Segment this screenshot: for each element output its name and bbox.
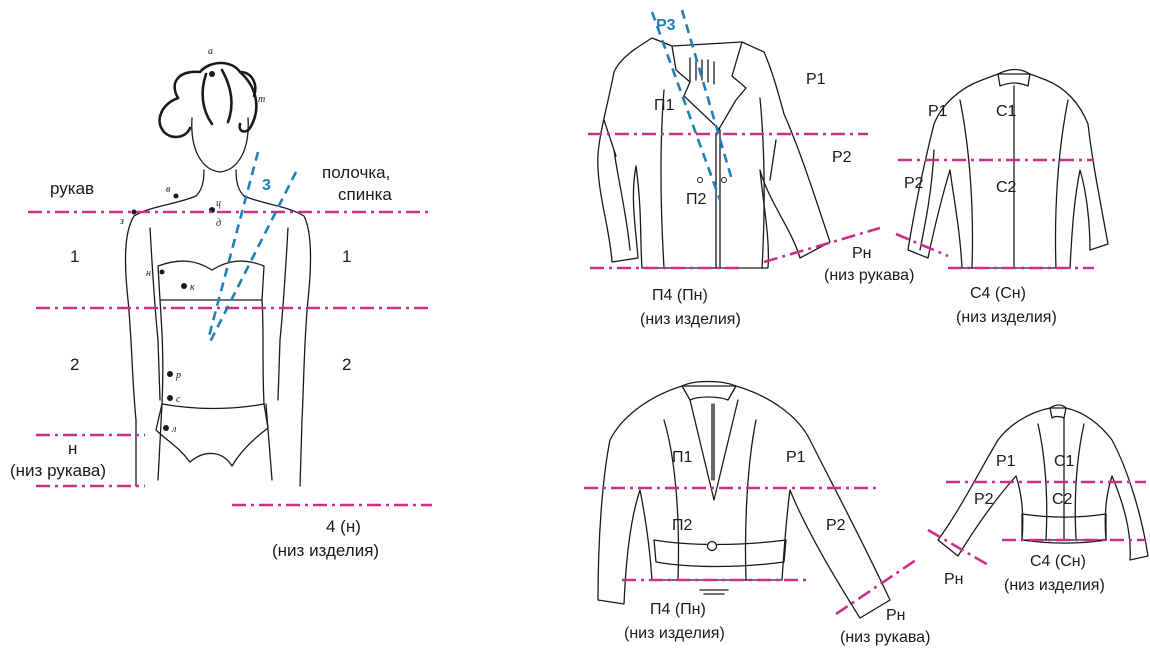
label-bottom-rn: Рн <box>886 607 906 624</box>
label-bottom-back-r1: Р1 <box>996 453 1016 470</box>
label-bottom-back-c1: С1 <box>1054 453 1075 470</box>
guide-bottom-front-sleeve-hem <box>836 560 916 614</box>
label-zone2-right: 2 <box>342 355 351 374</box>
label-top-r1: Р1 <box>806 71 826 88</box>
label-bottom-back-r2: Р2 <box>974 491 994 508</box>
label-bottom-r2: Р2 <box>826 517 846 534</box>
label-top-p1: П1 <box>654 97 675 114</box>
label-top-p2: П2 <box>686 191 707 208</box>
label-bottom-back-rn: Рн <box>944 571 964 588</box>
label-bottom-back-hem-code: С4 (Сн) <box>1030 553 1086 570</box>
label-top-back-c2: С2 <box>996 179 1017 196</box>
label-top-back-hem-code: С4 (Сн) <box>970 285 1026 302</box>
body-figure: а т в з ц д н к р с л <box>119 46 311 486</box>
label-front-back-1: полочка, <box>322 163 390 182</box>
point-r: р <box>175 370 181 381</box>
label-p3: Р3 <box>656 17 676 34</box>
zone3-line-2 <box>208 172 296 346</box>
label-zone3: 3 <box>262 177 271 194</box>
point-z: з <box>119 216 124 227</box>
label-bottom-front-hem: (низ изделия) <box>624 625 725 642</box>
jacket-top-front <box>598 38 830 268</box>
label-top-front-hem: (низ изделия) <box>640 311 741 328</box>
label-top-front-hem-code: П4 (Пн) <box>652 287 708 304</box>
point-k: к <box>190 282 195 293</box>
label-top-sleeve-hem: (низ рукава) <box>824 267 914 284</box>
label-top-r2: Р2 <box>832 149 852 166</box>
point-l: л <box>171 424 177 435</box>
label-zone1-right: 1 <box>342 247 351 266</box>
zone3-line-1 <box>208 152 258 340</box>
label-product-hem: (низ изделия) <box>272 541 379 560</box>
point-ts: ц <box>216 198 221 209</box>
label-bottom-p1: П1 <box>672 449 693 466</box>
label-bottom-sleeve-hem: (низ рукава) <box>840 629 930 646</box>
label-top-back-hem: (низ изделия) <box>956 309 1057 326</box>
point-s: с <box>176 394 181 405</box>
jacket-bottom-front <box>598 382 890 619</box>
label-zone1-left: 1 <box>70 247 79 266</box>
label-front-back-2: спинка <box>338 185 392 204</box>
label-zone2-left: 2 <box>70 355 79 374</box>
point-a: а <box>208 46 213 57</box>
label-bottom-back-hem: (низ изделия) <box>1004 577 1105 594</box>
point-t: т <box>258 94 265 105</box>
guide-bottom-back-sleeve-hem <box>928 530 990 566</box>
label-top-back-c1: С1 <box>996 103 1017 120</box>
point-v: в <box>166 184 171 195</box>
label-top-back-r1: Р1 <box>928 103 948 120</box>
label-bottom-front-hem-code: П4 (Пн) <box>650 601 706 618</box>
label-sleeve-hem: (низ рукава) <box>10 461 106 480</box>
label-product-hem-num: 4 (н) <box>326 517 361 536</box>
label-bottom-p2: П2 <box>672 517 693 534</box>
label-top-back-r2: Р2 <box>904 175 924 192</box>
zone3-top-2 <box>682 10 732 180</box>
jacket-top-back <box>908 70 1108 269</box>
label-top-rn: Рн <box>852 245 872 262</box>
label-sleeve: рукав <box>50 179 94 198</box>
point-d: д <box>216 218 221 229</box>
label-sleeve-hem-letter: н <box>68 439 77 458</box>
label-bottom-r1: Р1 <box>786 449 806 466</box>
point-n: н <box>146 268 151 279</box>
label-bottom-back-c2: С2 <box>1052 491 1073 508</box>
